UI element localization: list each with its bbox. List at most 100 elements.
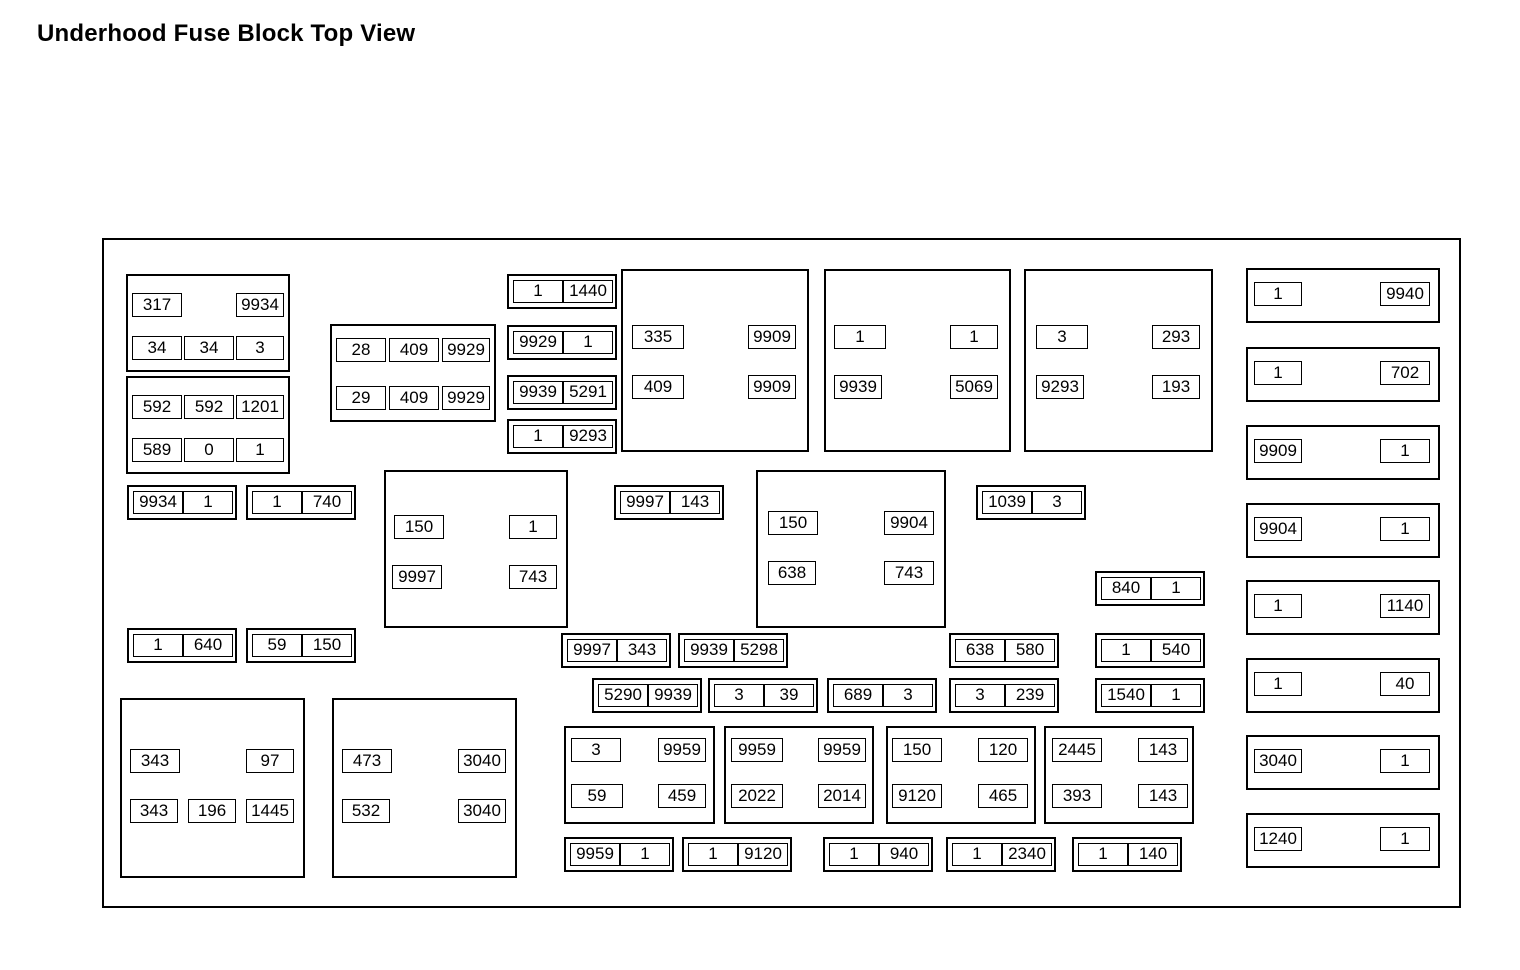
fuse-label: 1140	[1380, 594, 1430, 618]
fuse-label: 2445	[1052, 738, 1102, 762]
fuse-label: 150	[892, 738, 942, 762]
fuse-label: 740	[302, 491, 352, 514]
fuse-label: 1	[509, 515, 557, 539]
fuse-label: 150	[394, 515, 444, 539]
fuse-label: 638	[768, 561, 816, 585]
fuse-label: 409	[632, 375, 684, 399]
fuse-label: 1	[620, 843, 670, 866]
fuse-label: 239	[1005, 684, 1055, 707]
page-title: Underhood Fuse Block Top View	[37, 20, 416, 47]
fuse-label: 335	[632, 325, 684, 349]
fuse-label: 5291	[563, 381, 613, 404]
fuse-label: 1201	[236, 395, 284, 419]
fuse-label: 393	[1052, 784, 1102, 808]
fuse-label: 1	[236, 438, 284, 462]
fuse-label: 343	[130, 749, 180, 773]
fuse-label: 1	[513, 425, 563, 448]
fuse-label: 1	[563, 331, 613, 354]
fuse-label: 459	[658, 784, 706, 808]
fuse-label: 143	[1138, 738, 1188, 762]
fuse-label: 9997	[620, 491, 670, 514]
fuse-label: 743	[884, 561, 934, 585]
fuse-label: 3040	[1254, 749, 1302, 773]
fuse-label: 1	[950, 325, 998, 349]
fuse-label: 3	[714, 684, 764, 707]
fuse-label: 9909	[1254, 439, 1302, 463]
fuse-label: 840	[1101, 577, 1151, 600]
fuse-label: 532	[342, 799, 390, 823]
fuse-label: 1	[829, 843, 879, 866]
fuse-label: 3	[1032, 491, 1082, 514]
fuse-label: 293	[1152, 325, 1200, 349]
relay-block	[824, 269, 1011, 452]
fuse-label: 40	[1380, 672, 1430, 696]
fuse-label: 1	[133, 634, 183, 657]
fuse-label: 9959	[818, 738, 866, 762]
fuse-label: 3	[883, 684, 933, 707]
relay-block	[332, 698, 517, 878]
fuse-label: 1	[1380, 517, 1430, 541]
fuse-label: 9120	[738, 843, 788, 866]
fuse-label: 592	[132, 395, 182, 419]
fuse-label: 3	[1036, 325, 1088, 349]
fuse-label: 150	[302, 634, 352, 657]
fuse-label: 409	[389, 338, 439, 362]
fuse-label: 34	[132, 336, 182, 360]
fuse-label: 1039	[982, 491, 1032, 514]
fuse-label: 3040	[458, 799, 506, 823]
fuse-label: 5069	[950, 375, 998, 399]
fuse-label: 9940	[1380, 282, 1430, 306]
fuse-label: 39	[764, 684, 814, 707]
fuse-label: 9939	[648, 684, 698, 707]
fuse-label: 409	[389, 386, 439, 410]
fuse-label: 9939	[684, 639, 734, 662]
fuse-label: 59	[252, 634, 302, 657]
fuse-label: 97	[246, 749, 294, 773]
fuse-label: 343	[130, 799, 178, 823]
fuse-label: 143	[670, 491, 720, 514]
fuse-label: 5298	[734, 639, 784, 662]
fuse-label: 1	[1380, 749, 1430, 773]
fuse-label: 150	[768, 511, 818, 535]
fuse-label: 1	[1254, 282, 1302, 306]
fuse-label: 9929	[513, 331, 563, 354]
fuse-label: 1	[1380, 439, 1430, 463]
fuse-label: 3040	[458, 749, 506, 773]
fuse-label: 473	[342, 749, 392, 773]
fuse-label: 1	[688, 843, 738, 866]
fuse-label: 1	[1380, 827, 1430, 851]
fuse-label: 1	[1151, 684, 1201, 707]
fuse-label: 1	[252, 491, 302, 514]
fuse-label: 28	[336, 338, 386, 362]
relay-block	[120, 698, 305, 878]
fuse-label: 9934	[236, 293, 284, 317]
relay-block	[384, 470, 568, 628]
fuse-label: 592	[184, 395, 234, 419]
relay-block	[1024, 269, 1213, 452]
fuse-label: 9293	[563, 425, 613, 448]
fuse-label: 140	[1128, 843, 1178, 866]
fuse-label: 9959	[731, 738, 783, 762]
fuse-label: 29	[336, 386, 386, 410]
fuse-label: 1	[952, 843, 1002, 866]
fuse-label: 5290	[598, 684, 648, 707]
fuse-label: 9929	[442, 386, 490, 410]
